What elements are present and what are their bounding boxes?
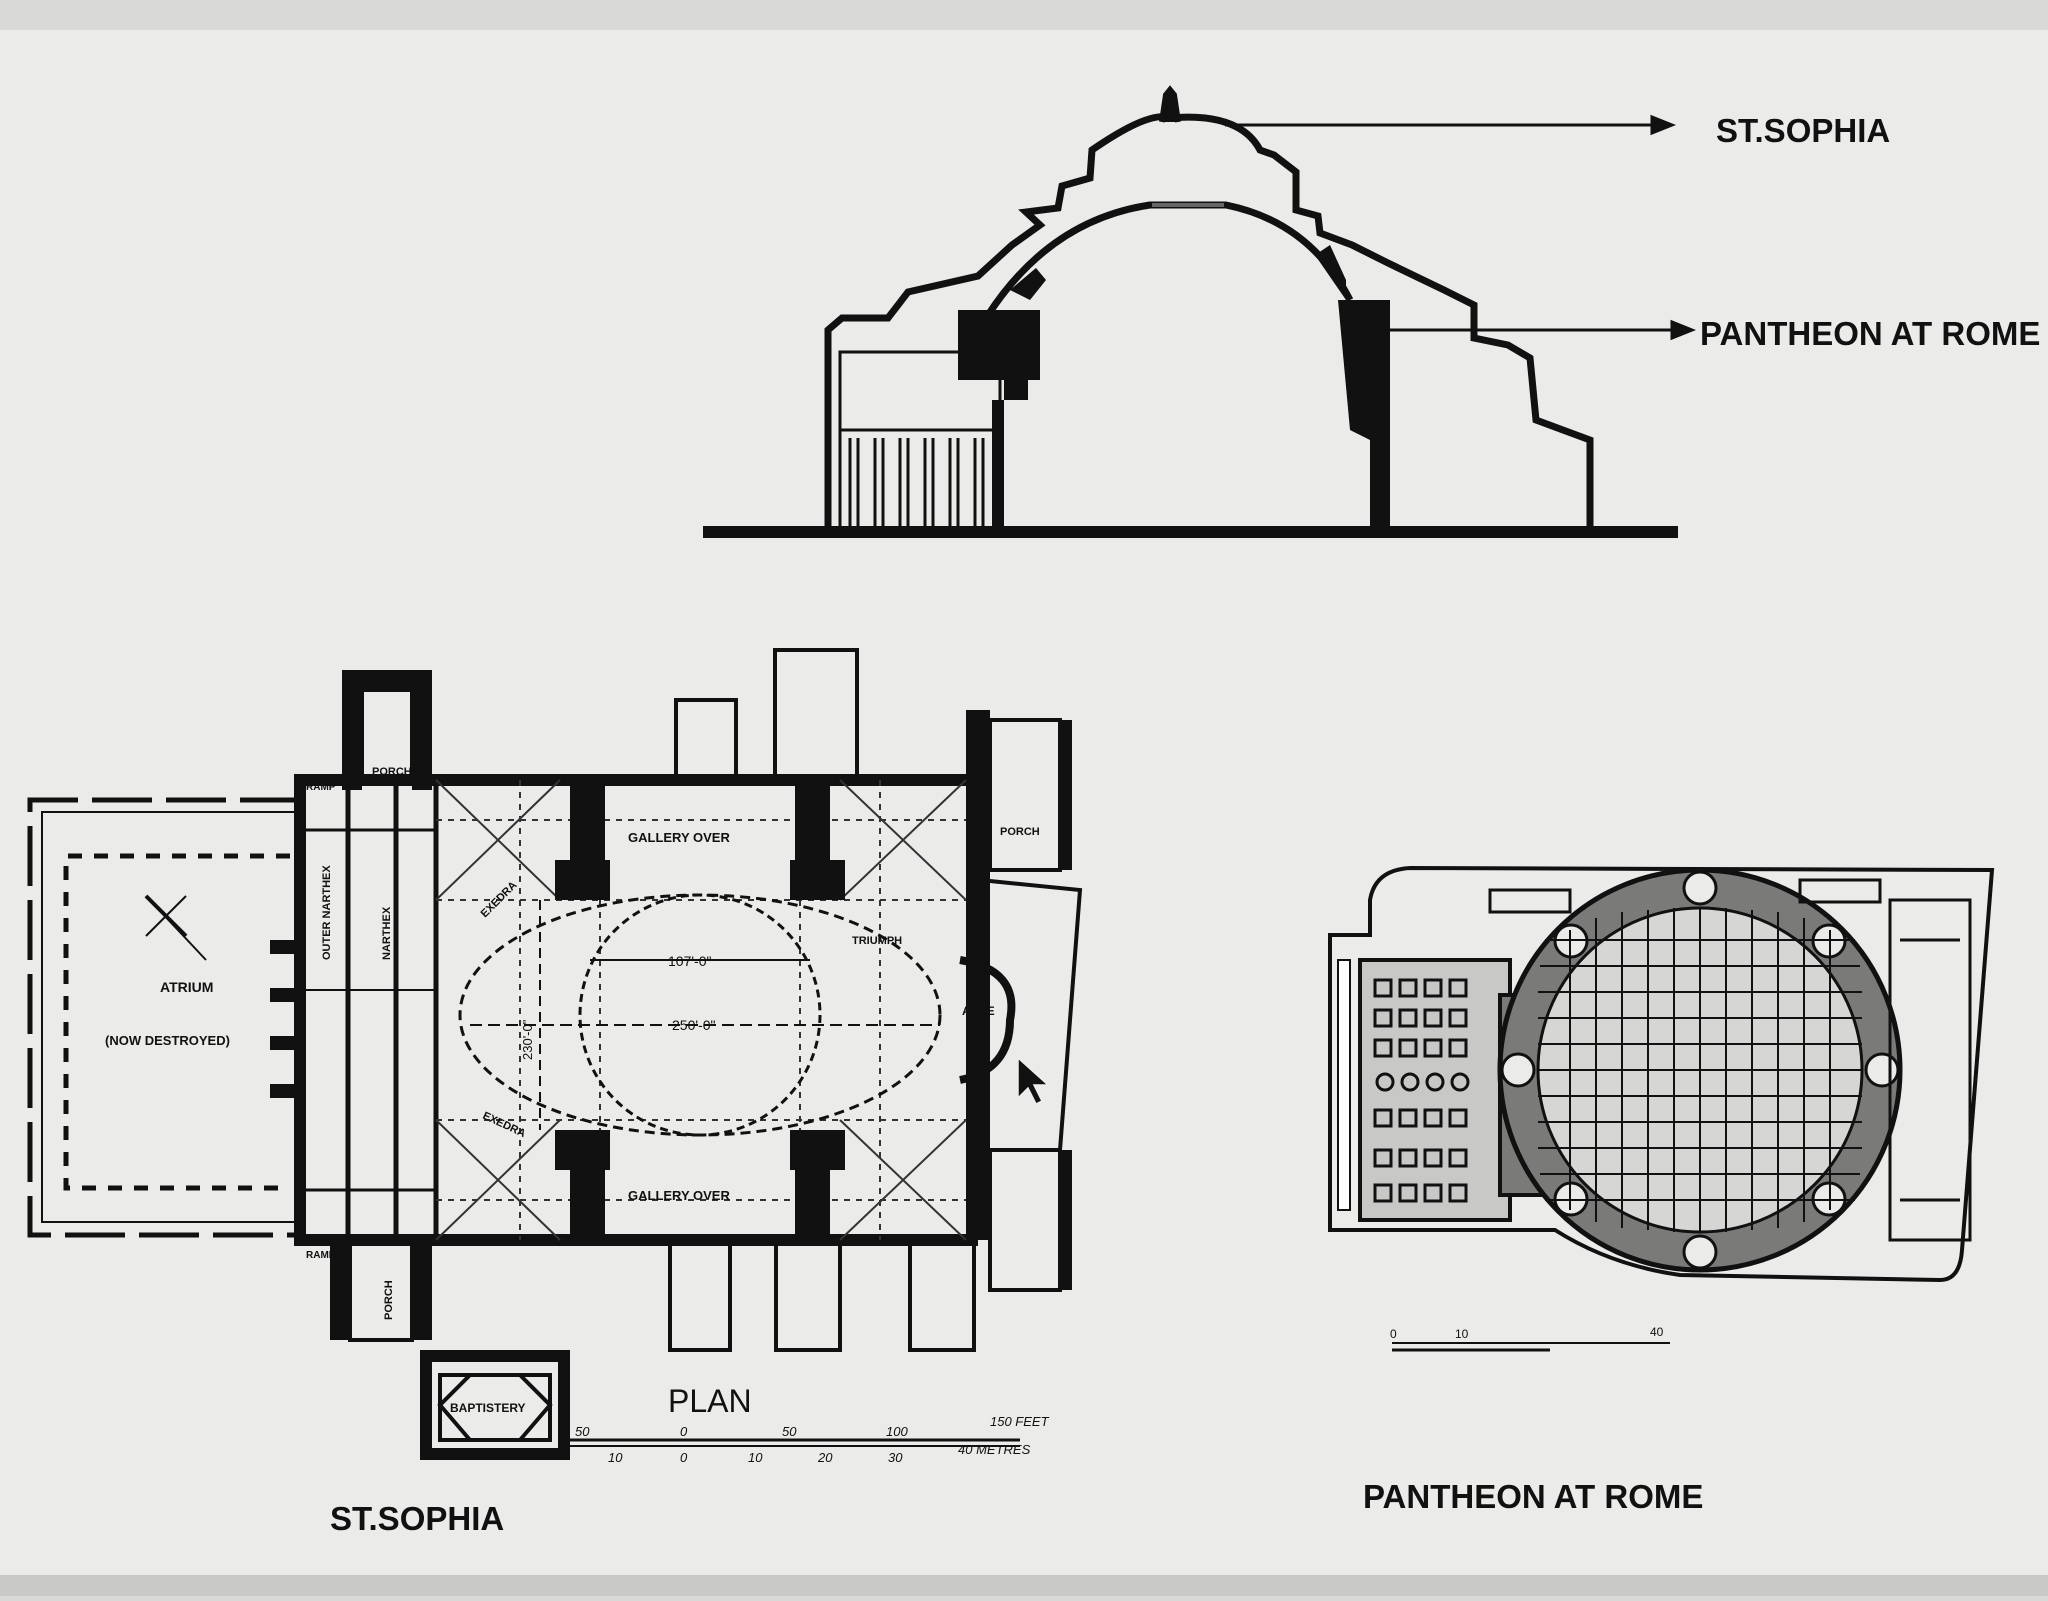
atrium-label: ATRIUM (160, 979, 213, 995)
pantheon-scale-0: 0 (1390, 1327, 1397, 1341)
gallery-south-label: GALLERY OVER (628, 1188, 730, 1203)
porch-north-label: PORCH (372, 766, 412, 778)
baptistery-label: BAPTISTERY (450, 1401, 526, 1415)
portico-columns (838, 350, 1002, 534)
ramp-south-label: RAMP (306, 1250, 336, 1261)
cross-dim-label: 230'-0" (520, 1019, 535, 1060)
nave (458, 893, 942, 1137)
pantheon-scale-10: 10 (1455, 1327, 1469, 1341)
pantheon-dome (985, 201, 1354, 317)
porch-south-label: PORCH (383, 1280, 395, 1320)
atrium-note: (NOW DESTROYED) (105, 1033, 230, 1048)
section-label-pantheon: PANTHEON AT ROME (1700, 315, 2041, 352)
narthex-label: NARTHEX (381, 906, 393, 960)
porch-east-label: PORCH (1000, 826, 1040, 838)
length-label: 250'-0" (672, 1017, 715, 1033)
scale-metres-2: 0 (680, 1450, 688, 1465)
ramp-north-label: RAMP (306, 782, 336, 793)
st-sophia-outline (824, 113, 1594, 532)
pantheon-scale: 0 10 40 (1390, 1325, 1670, 1352)
leader-arrows (1225, 114, 1697, 341)
scale-metres-5: 30 (888, 1450, 903, 1465)
gallery-north-label: GALLERY OVER (628, 830, 730, 845)
scale-metres-6: 40 METRES (958, 1442, 1031, 1457)
arrow-pantheon (1670, 319, 1697, 341)
plan-title: PLAN (668, 1383, 752, 1419)
scale-feet-1: 50 (575, 1424, 590, 1439)
central-dome (578, 893, 822, 1137)
scale-feet-5: 150 FEET (990, 1414, 1050, 1429)
main-piers (270, 780, 845, 1240)
apse-label: APSE (962, 1004, 995, 1018)
scale-feet-3: 50 (782, 1424, 797, 1439)
paper-background (0, 30, 2048, 1575)
pantheon-portico (1358, 958, 1512, 1222)
st-sophia-lantern (1159, 85, 1181, 123)
arrow-st-sophia (1650, 114, 1677, 136)
apse (959, 956, 1016, 1084)
pantheon-coffer-grid (1538, 908, 1862, 1232)
scale-metres-1: 10 (608, 1450, 623, 1465)
st-sophia-scale: 50 0 50 100 150 FEET 10 0 10 20 30 40 ME… (570, 1414, 1050, 1465)
scale-feet-4: 100 (886, 1424, 908, 1439)
caption-pantheon: PANTHEON AT ROME (1363, 1478, 1704, 1515)
pantheon-site-outline (1328, 865, 1995, 1283)
caption-st-sophia: ST.SOPHIA (330, 1500, 505, 1537)
scale-metres-4: 20 (817, 1450, 833, 1465)
section-label-st-sophia: ST.SOPHIA (1716, 112, 1891, 149)
porch-structures (330, 670, 1072, 1460)
scale-metres-3: 10 (748, 1450, 763, 1465)
outer-narthex-label: OUTER NARTHEX (321, 865, 333, 960)
pantheon-scale-40: 40 (1650, 1325, 1664, 1339)
st-sophia-plan: PLAN ATRIUM (NOW DESTROYED) 107'-0" 250'… (27, 648, 1083, 1465)
pantheon-plan: 0 10 40 (1328, 865, 1995, 1352)
atrium (27, 797, 300, 1238)
scale-feet-2: 0 (680, 1424, 688, 1439)
dome-width-label: 107'-0" (668, 953, 711, 969)
triumph-label: TRIUMPH (852, 935, 902, 947)
mouse-cursor-icon (1017, 1056, 1050, 1106)
